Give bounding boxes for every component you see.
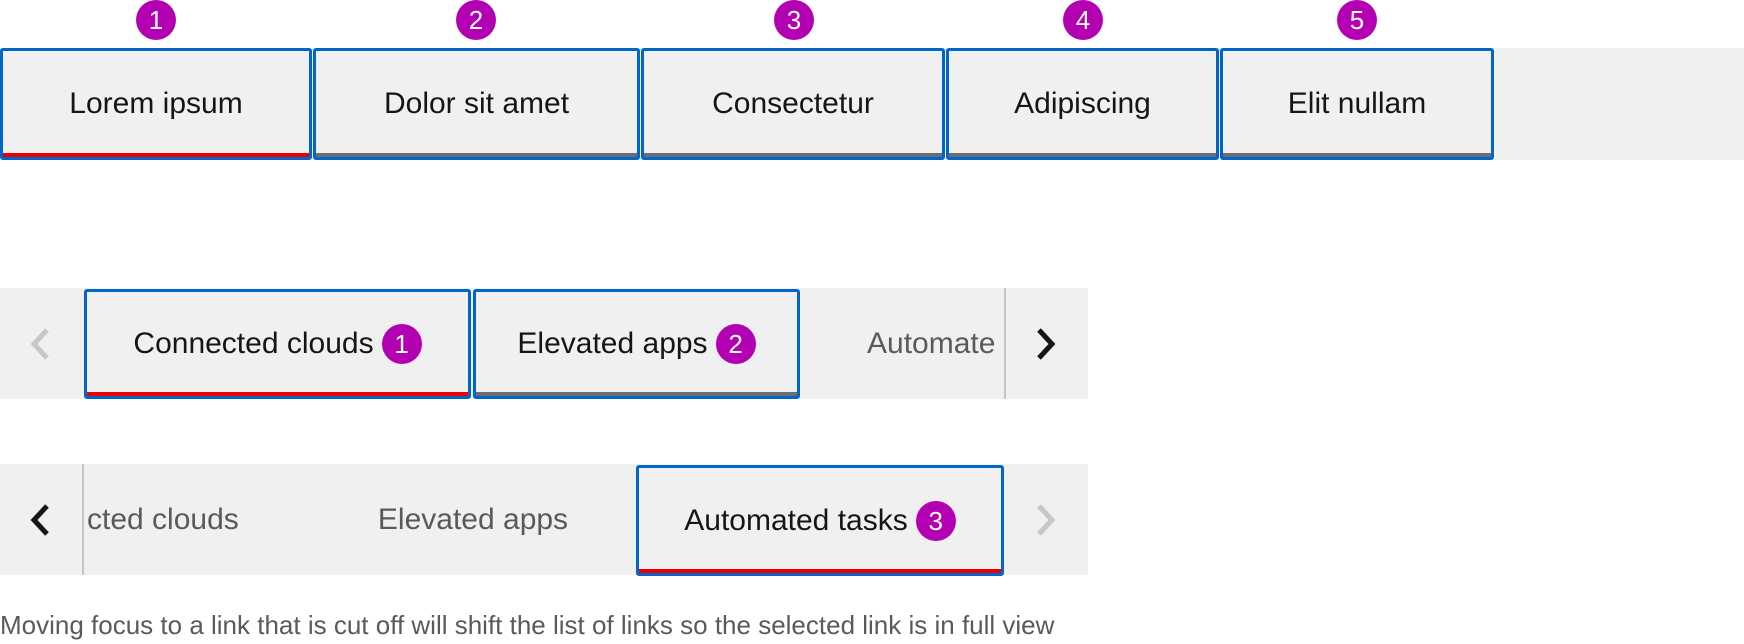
tab-dolor-sit-amet[interactable]: Dolor sit amet — [313, 48, 640, 160]
overflow-divider — [1004, 288, 1006, 399]
caption-text: Moving focus to a link that is cut off w… — [0, 610, 1055, 640]
focus-order-badge-2: 2 — [456, 0, 496, 40]
tab-automate[interactable]: Automate — [800, 289, 1004, 399]
tab-label: Dolor sit amet — [383, 87, 570, 120]
tab-bottom-border — [1223, 153, 1491, 157]
tab-automated-tasks[interactable]: Automated tasks 3 — [636, 465, 1004, 576]
scroll-left-button[interactable] — [0, 465, 80, 575]
tab-label: Elevated apps — [517, 327, 708, 360]
tab-connected-clouds-clipped[interactable]: cted clouds — [84, 465, 314, 575]
chevron-left-icon — [30, 504, 49, 536]
tab-label: Elit nullam — [1287, 87, 1427, 120]
scroll-left-button[interactable] — [0, 289, 80, 399]
selected-indicator — [87, 392, 468, 396]
tab-consectetur[interactable]: Consectetur — [641, 48, 945, 160]
tab-adipiscing[interactable]: Adipiscing — [946, 48, 1219, 160]
tab-lorem-ipsum[interactable]: Lorem ipsum — [0, 48, 312, 160]
tab-elit-nullam[interactable]: Elit nullam — [1220, 48, 1494, 160]
overflow-divider — [82, 464, 84, 575]
focus-order-badge-1: 1 — [381, 324, 422, 364]
tab-label: Elevated apps — [377, 503, 569, 536]
tab-elevated-apps[interactable]: Elevated apps 2 — [473, 289, 800, 399]
tab-bottom-border — [476, 392, 797, 396]
selected-indicator — [639, 569, 1001, 573]
tab-connected-clouds[interactable]: Connected clouds 1 — [84, 289, 471, 399]
tab-bottom-border — [316, 153, 637, 157]
tab-label: Lorem ipsum — [69, 87, 243, 120]
tab-label: Automated tasks — [684, 503, 908, 537]
tab-bottom-border — [644, 153, 942, 157]
focus-order-badge-3: 3 — [915, 500, 956, 541]
scroll-right-button[interactable] — [1006, 289, 1086, 399]
focus-order-badge-5: 5 — [1337, 0, 1377, 40]
selected-indicator — [3, 153, 309, 157]
tab-bottom-border — [949, 153, 1216, 157]
scroll-right-button[interactable] — [1006, 465, 1086, 575]
focus-order-badge-3: 3 — [774, 0, 814, 40]
tab-label: Automate — [867, 327, 996, 360]
chevron-right-icon — [1037, 328, 1056, 360]
tab-label: Adipiscing — [1014, 87, 1151, 120]
tab-label: cted clouds — [87, 503, 239, 536]
focus-order-badge-4: 4 — [1063, 0, 1103, 40]
tab-automate-clipped[interactable]: Automate — [800, 289, 1004, 399]
focus-order-badge-2: 2 — [715, 324, 756, 364]
tab-elevated-apps[interactable]: Elevated apps — [314, 465, 632, 575]
tab-label: Consectetur — [712, 87, 874, 120]
tab-label: Connected clouds — [133, 327, 374, 360]
chevron-left-icon — [30, 328, 49, 360]
tab-connected-clouds[interactable]: cted clouds — [84, 465, 314, 575]
chevron-right-icon — [1037, 504, 1056, 536]
focus-order-badge-1: 1 — [136, 0, 176, 40]
